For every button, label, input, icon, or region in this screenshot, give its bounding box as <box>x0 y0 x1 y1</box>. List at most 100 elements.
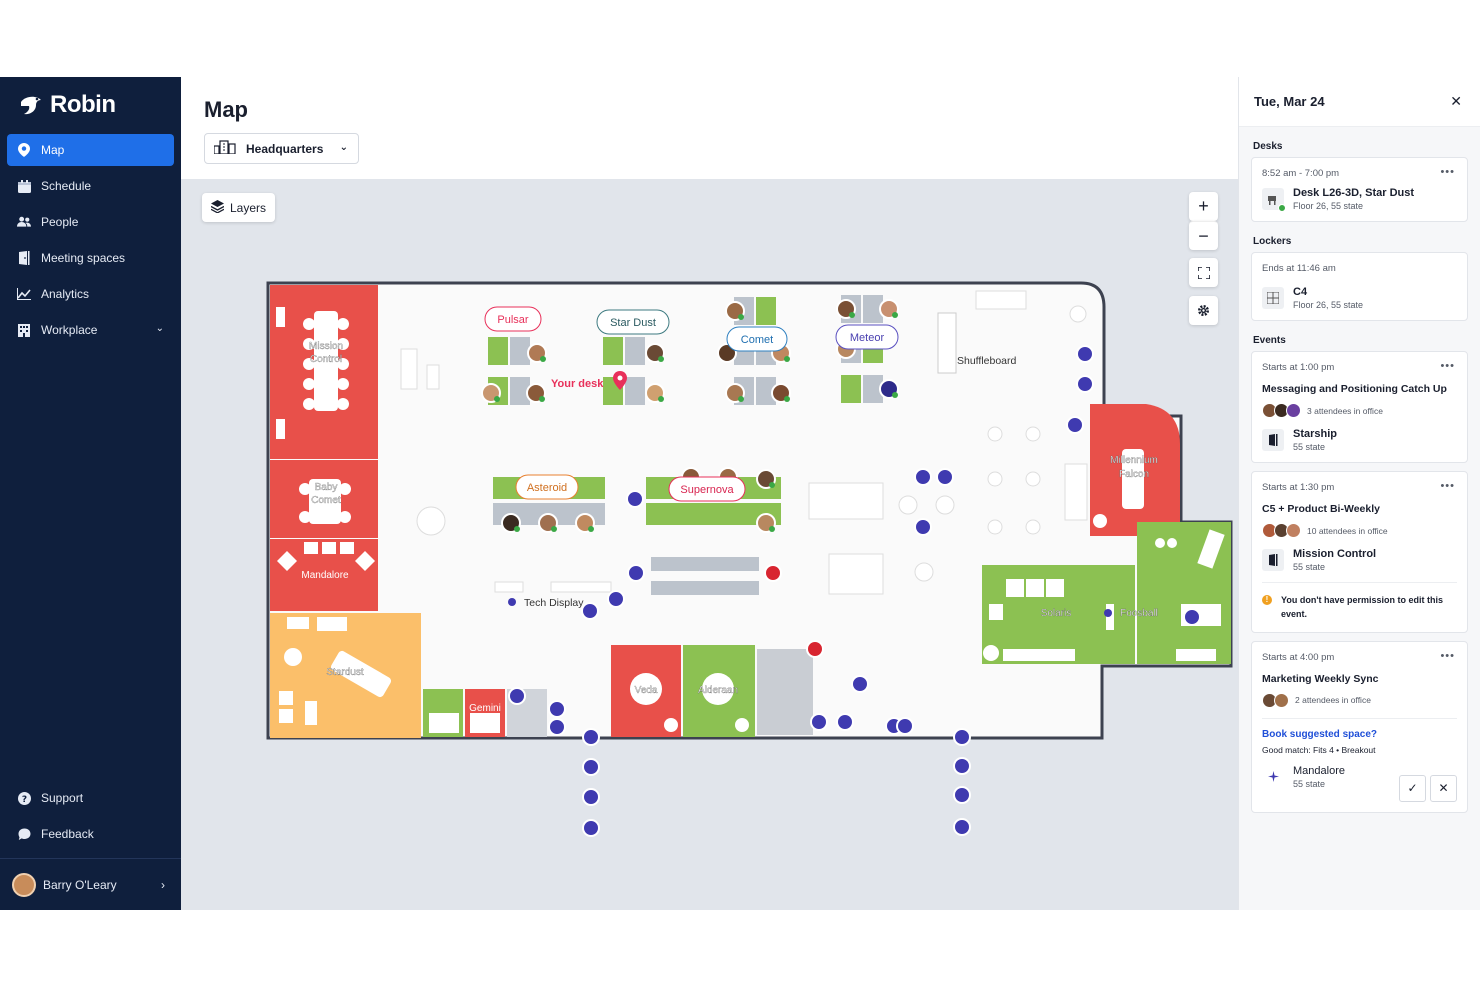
layers-label: Layers <box>230 200 267 215</box>
sidebar-item-feedback[interactable]: Feedback <box>7 818 174 850</box>
building-icon <box>17 323 31 337</box>
room-label: Alderaan <box>698 685 738 696</box>
locker-time: Ends at 11:46 am <box>1262 263 1336 274</box>
event-title: C5 + Product Bi-Weekly <box>1262 503 1380 515</box>
book-suggested-space-link[interactable]: Book suggested space? <box>1262 717 1457 740</box>
sidebar-item-analytics[interactable]: Analytics <box>7 278 174 310</box>
suggestion-actions: ✓ ✕ <box>1399 774 1457 802</box>
site-name: Headquarters <box>246 141 324 156</box>
room-label: Falcon <box>1119 469 1149 480</box>
main-nav: Map Schedule People Meeting spaces Analy… <box>7 134 174 350</box>
door-icon <box>17 251 31 265</box>
zoom-in-button[interactable]: + <box>1189 192 1218 221</box>
svg-text:Pulsar: Pulsar <box>497 314 529 326</box>
gear-icon <box>1198 305 1209 316</box>
sidebar-item-support[interactable]: ? Support <box>7 782 174 814</box>
app-name: Robin <box>50 91 116 118</box>
zoom-out-button[interactable]: − <box>1189 221 1218 250</box>
floor-map[interactable]: Mission Control Baby Comet Mandalore Sta… <box>181 179 1238 910</box>
svg-text:Star Dust: Star Dust <box>610 317 656 329</box>
locker-location: Floor 26, 55 state <box>1293 300 1364 310</box>
chart-line-icon <box>17 287 31 301</box>
attendee-row: 10 attendees in office <box>1262 523 1457 538</box>
accept-suggestion-button[interactable]: ✓ <box>1399 774 1426 802</box>
more-options-icon[interactable]: ••• <box>1440 166 1455 178</box>
sidebar-item-label: Workplace <box>41 323 98 337</box>
main-content: Map Headquarters ⌄ Mission Control <box>181 77 1238 910</box>
fullscreen-button[interactable] <box>1189 258 1218 287</box>
sidebar-item-map[interactable]: Map <box>7 134 174 166</box>
attendee-count: 2 attendees in office <box>1295 695 1371 706</box>
chevron-down-icon: ⌄ <box>155 323 164 334</box>
svg-text:?: ? <box>21 795 26 805</box>
layers-icon <box>210 199 225 216</box>
sidebar-item-label: Feedback <box>41 827 94 841</box>
panel-header: Tue, Mar 24 ✕ <box>1239 77 1480 127</box>
event-room: Starship <box>1293 428 1338 440</box>
more-options-icon[interactable]: ••• <box>1440 480 1455 492</box>
suggestion-match: Good match: Fits 4 • Breakout <box>1262 744 1376 755</box>
map-pin-icon <box>17 143 31 157</box>
map-settings-button[interactable] <box>1189 296 1218 325</box>
label-pulsar <box>484 306 542 332</box>
room-label: Stardust <box>326 667 363 678</box>
room-label: Control <box>310 354 342 365</box>
svg-text:Supernova: Supernova <box>680 484 734 496</box>
dismiss-suggestion-button[interactable]: ✕ <box>1430 774 1457 802</box>
event-time: Starts at 1:30 pm <box>1262 482 1335 493</box>
fullscreen-icon <box>1197 266 1210 279</box>
label-comet <box>726 326 788 352</box>
place-label: Shuffleboard <box>957 355 1017 367</box>
desk-location: Floor 26, 55 state <box>1293 201 1364 211</box>
sidebar: Robin Map Schedule People Meeting spaces… <box>0 77 181 910</box>
sidebar-item-label: Schedule <box>41 179 92 193</box>
attendee-count: 10 attendees in office <box>1307 525 1388 536</box>
svg-text:Meteor: Meteor <box>850 332 885 344</box>
door-icon <box>1262 429 1284 451</box>
event-card[interactable]: Starts at 1:00 pm ••• Messaging and Posi… <box>1251 351 1468 463</box>
door-icon <box>1262 549 1284 571</box>
attendee-row: 2 attendees in office <box>1262 692 1457 708</box>
event-room-location: 55 state <box>1293 442 1326 452</box>
locker-card[interactable]: Ends at 11:46 am C4 Floor 26, 55 state <box>1251 252 1468 321</box>
site-dropdown[interactable]: Headquarters ⌄ <box>204 133 359 164</box>
locker-icon <box>1262 287 1284 309</box>
desk-name: Desk L26-3D, Star Dust <box>1293 187 1415 199</box>
place-label: Tech Display <box>524 597 584 609</box>
panel-date: Tue, Mar 24 <box>1254 94 1325 109</box>
room-label: Foosball <box>1120 608 1158 619</box>
section-lockers: Lockers <box>1253 235 1292 247</box>
user-menu[interactable]: Barry O'Leary › <box>0 858 181 910</box>
more-options-icon[interactable]: ••• <box>1440 360 1455 372</box>
section-desks: Desks <box>1253 140 1283 152</box>
sidebar-bottom: ? Support Feedback <box>7 782 174 854</box>
suggested-room: Mandalore <box>1293 764 1345 777</box>
sidebar-item-meeting-spaces[interactable]: Meeting spaces <box>7 242 174 274</box>
robin-logo[interactable]: Robin <box>18 91 116 119</box>
event-card[interactable]: Starts at 4:00 pm ••• Marketing Weekly S… <box>1251 640 1468 813</box>
event-room-location: 55 state <box>1293 562 1326 572</box>
label-star-dust <box>596 309 670 335</box>
floor-plan-svg: Mission Control Baby Comet Mandalore Sta… <box>266 281 1233 837</box>
sidebar-item-schedule[interactable]: Schedule <box>7 170 174 202</box>
close-icon[interactable]: ✕ <box>1450 93 1462 109</box>
building-icon <box>213 140 236 157</box>
avatar <box>1286 523 1301 538</box>
calendar-icon <box>17 179 31 193</box>
more-options-icon[interactable]: ••• <box>1440 649 1455 662</box>
minus-icon: − <box>1198 225 1209 246</box>
sidebar-item-people[interactable]: People <box>7 206 174 238</box>
sparkle-icon <box>1262 766 1284 788</box>
avatar <box>12 872 36 897</box>
label-meteor <box>835 324 899 350</box>
sidebar-item-workplace[interactable]: Workplace ⌄ <box>7 314 174 346</box>
warning-icon: ! <box>1262 595 1272 605</box>
layers-button[interactable]: Layers <box>202 193 275 222</box>
day-panel: Tue, Mar 24 ✕ Desks 8:52 am - 7:00 pm ••… <box>1238 77 1480 910</box>
event-room: Mission Control <box>1293 548 1377 560</box>
event-card[interactable]: Starts at 1:30 pm ••• C5 + Product Bi-We… <box>1251 471 1468 633</box>
event-title: Messaging and Positioning Catch Up <box>1262 383 1447 395</box>
desk-reservation-card[interactable]: 8:52 am - 7:00 pm ••• Desk L26-3D, Star … <box>1251 157 1468 222</box>
chevron-down-icon: ⌄ <box>339 142 348 153</box>
room-label: Mandalore <box>301 570 349 581</box>
